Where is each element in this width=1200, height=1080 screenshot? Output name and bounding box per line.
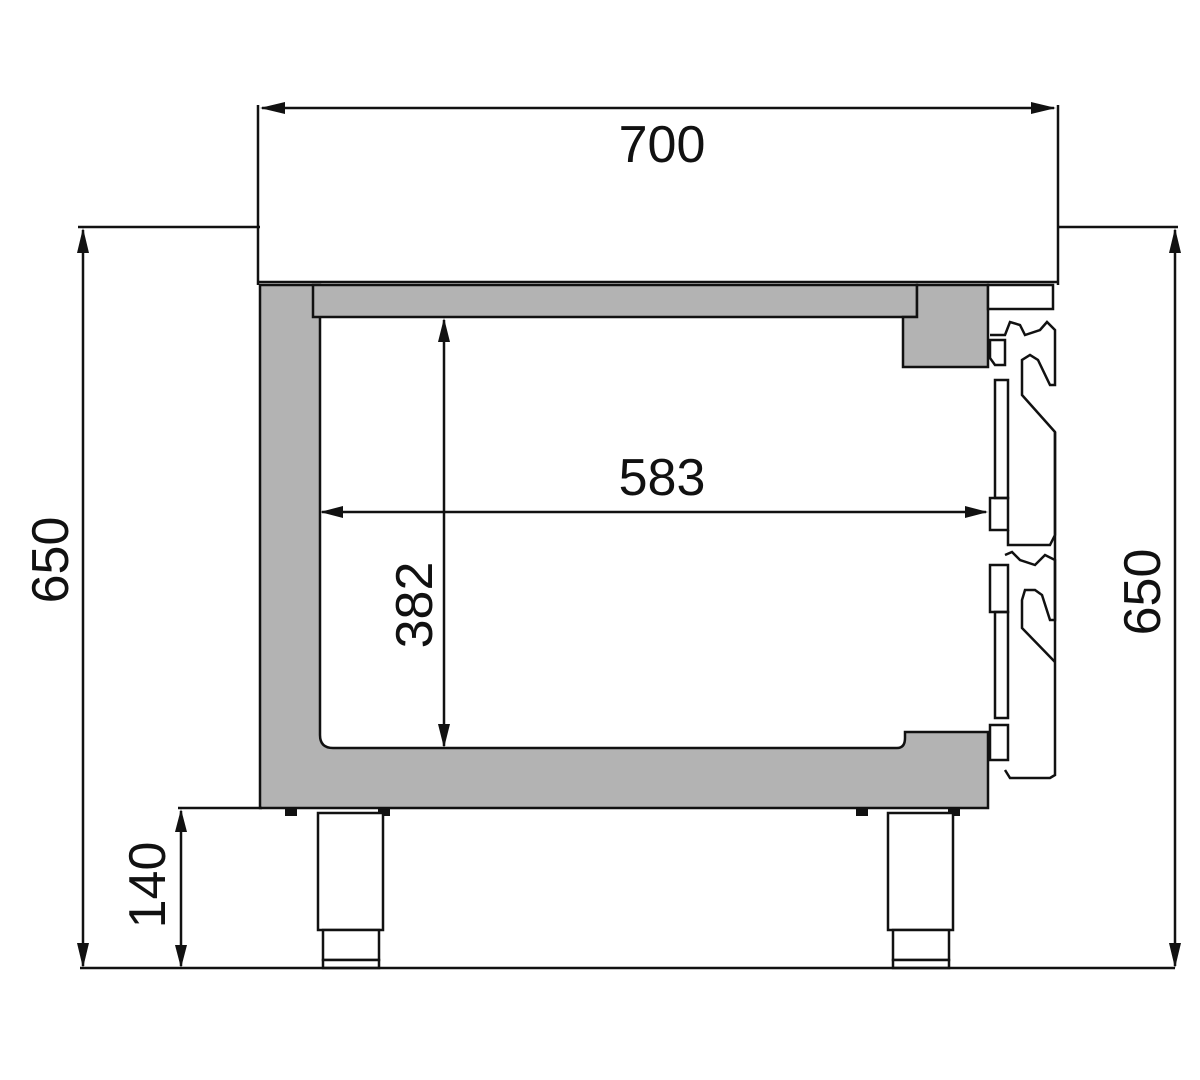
dimension-382: 382: [386, 318, 450, 748]
dimension-583: 583: [320, 449, 988, 518]
dimension-label-700: 700: [619, 116, 706, 174]
dimension-label-650-left: 650: [22, 517, 80, 604]
dimension-label-583: 583: [619, 449, 706, 507]
dimension-140: 140: [119, 809, 187, 968]
dimension-650-left: 650: [22, 228, 89, 968]
right-leg: [856, 808, 960, 970]
worktop: [256, 105, 1060, 285]
dimension-label-382: 382: [386, 562, 444, 649]
dimension-700: 700: [260, 102, 1056, 174]
dimension-label-650-right: 650: [1114, 549, 1172, 636]
door-profile: [988, 320, 1057, 780]
dimension-label-140: 140: [119, 842, 177, 929]
left-leg: [285, 808, 390, 970]
cabinet-body: [258, 283, 1055, 810]
dimension-650-right: 650: [1114, 228, 1181, 968]
